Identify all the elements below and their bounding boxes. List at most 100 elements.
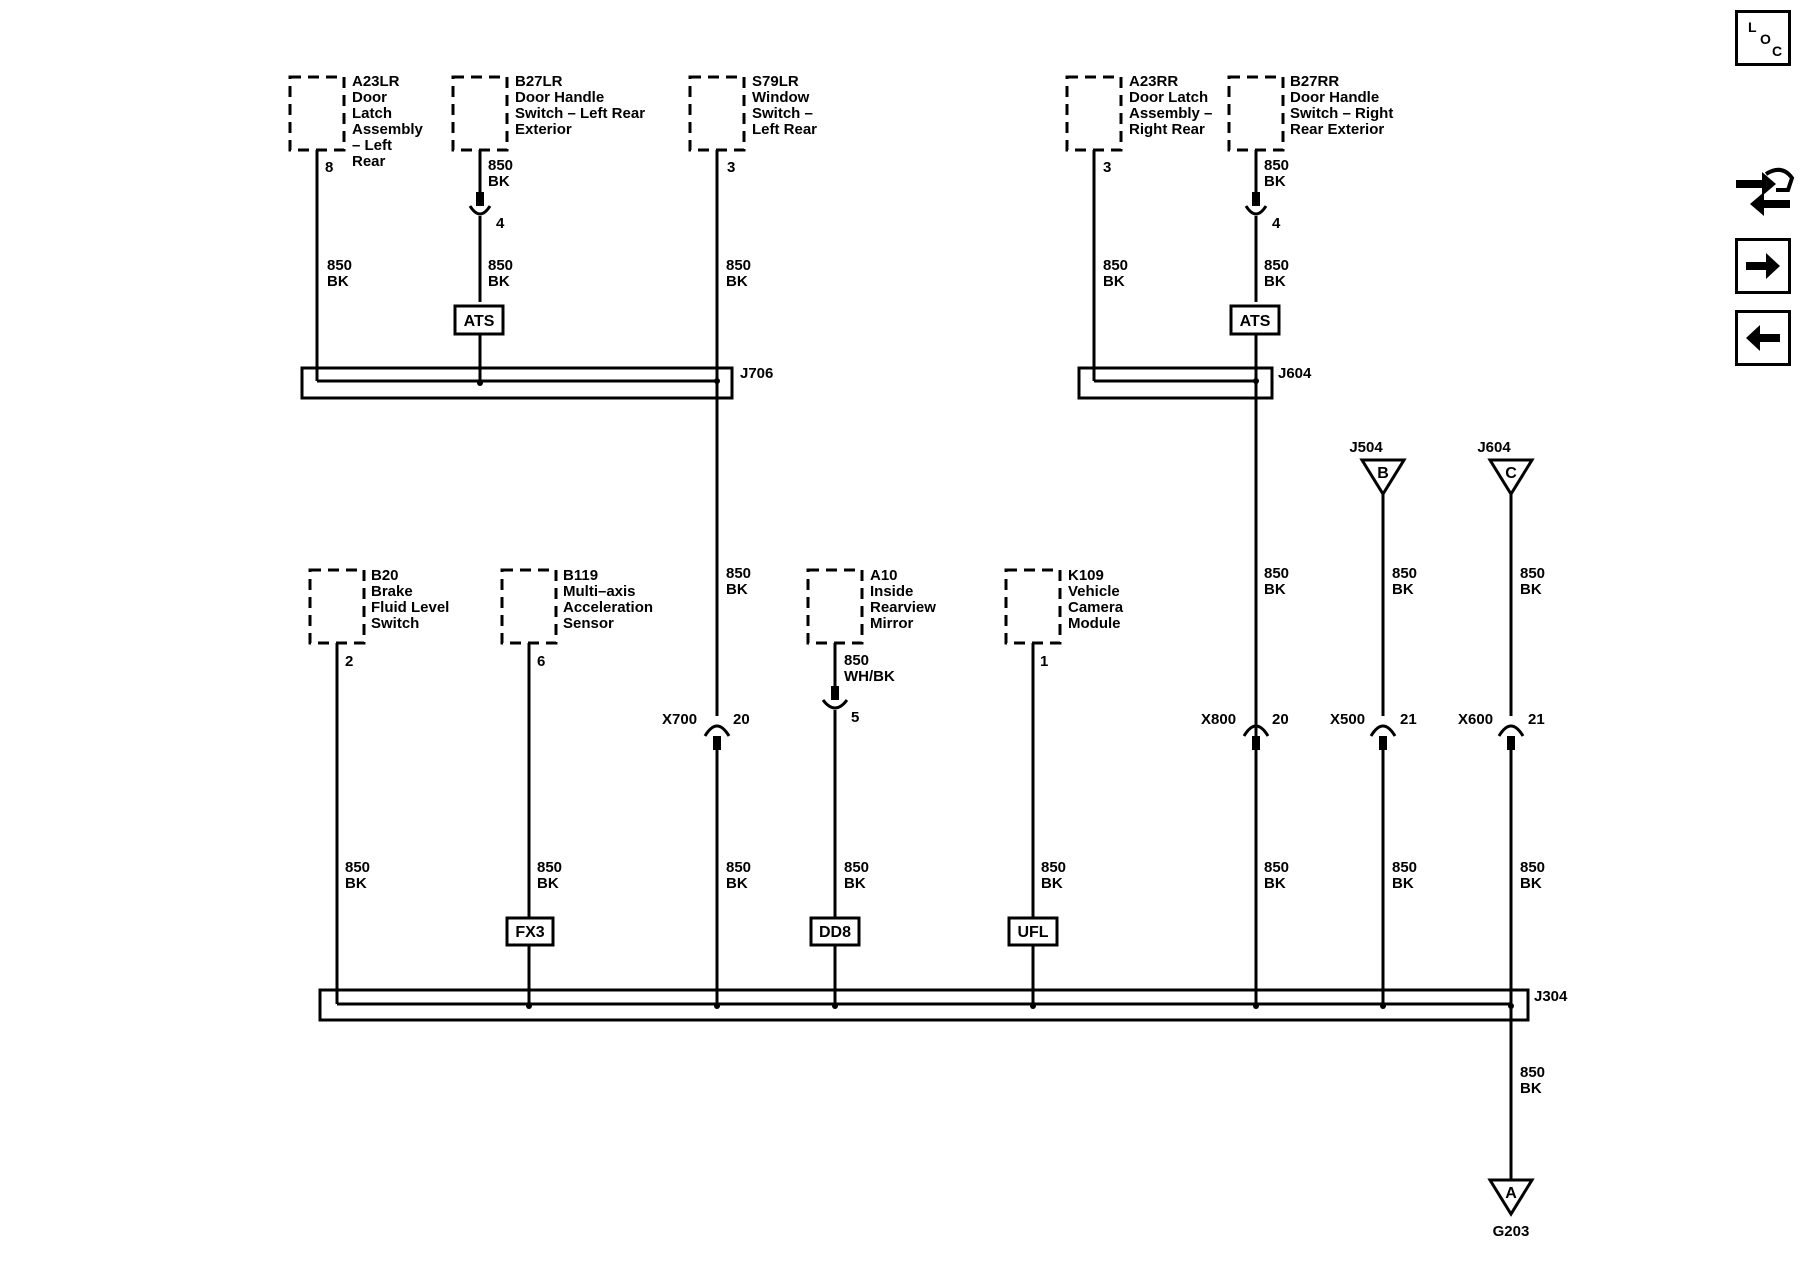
splice-j304: J304	[318, 988, 1568, 1022]
svg-text:– Left: – Left	[352, 137, 392, 154]
component-a10[interactable]: A10 Inside Rearview Mirror	[806, 567, 936, 645]
svg-text:Brake: Brake	[371, 583, 413, 600]
svg-text:B: B	[1377, 465, 1389, 482]
svg-text:BK: BK	[1041, 875, 1063, 892]
component-b20[interactable]: B20 Brake Fluid Level Switch 2	[308, 567, 449, 670]
connector-pin	[831, 686, 839, 700]
svg-text:Mirror: Mirror	[870, 615, 914, 632]
svg-text:BK: BK	[1392, 875, 1414, 892]
inline-x600: X600 21	[1458, 711, 1545, 750]
svg-text:Switch – Left Rear: Switch – Left Rear	[515, 105, 645, 122]
svg-text:850: 850	[488, 157, 513, 174]
connector-female	[1244, 205, 1268, 216]
component-a23lr[interactable]: A23LR Door Latch Assembly – Left Rear 8	[288, 73, 424, 176]
svg-text:BK: BK	[488, 273, 510, 290]
connector-view-icon[interactable]	[1732, 160, 1796, 220]
inline-x500: X500 21	[1330, 711, 1417, 750]
svg-text:J706: J706	[740, 365, 773, 382]
svg-text:J604: J604	[1477, 439, 1511, 456]
svg-text:Rear: Rear	[352, 153, 386, 170]
svg-text:UFL: UFL	[1017, 924, 1048, 941]
svg-text:8: 8	[325, 159, 333, 176]
svg-text:BK: BK	[1520, 1080, 1542, 1097]
svg-text:BK: BK	[1264, 173, 1286, 190]
svg-text:Rear Exterior: Rear Exterior	[1290, 121, 1384, 138]
component-b27rr[interactable]: B27RR Door Handle Switch – Right Rear Ex…	[1227, 73, 1393, 152]
svg-text:J304: J304	[1534, 988, 1568, 1005]
component-b27lr[interactable]: B27LR Door Handle Switch – Left Rear Ext…	[451, 73, 645, 152]
ground-g203[interactable]: A G203	[1487, 1178, 1535, 1240]
svg-text:K109: K109	[1068, 567, 1104, 584]
svg-text:S79LR: S79LR	[752, 73, 799, 90]
option-ats-right: ATS	[1229, 304, 1281, 336]
loc-letter-o: O	[1760, 31, 1771, 47]
option-ats-left: ATS	[453, 304, 505, 336]
option-fx3: FX3	[505, 916, 555, 947]
svg-text:Assembly –: Assembly –	[1129, 105, 1212, 122]
svg-text:850: 850	[1264, 565, 1289, 582]
svg-text:Vehicle: Vehicle	[1068, 583, 1120, 600]
connector-female	[468, 205, 492, 216]
svg-text:Door Handle: Door Handle	[515, 89, 604, 106]
svg-text:21: 21	[1400, 711, 1417, 728]
svg-text:21: 21	[1528, 711, 1545, 728]
svg-text:2: 2	[345, 653, 353, 670]
svg-text:Assembly: Assembly	[352, 121, 424, 138]
svg-text:BK: BK	[537, 875, 559, 892]
svg-text:3: 3	[1103, 159, 1111, 176]
svg-text:Left Rear: Left Rear	[752, 121, 817, 138]
component-k109[interactable]: K109 Vehicle Camera Module 1	[1004, 567, 1124, 670]
svg-text:6: 6	[537, 653, 545, 670]
connector-pin	[1252, 192, 1260, 206]
svg-text:4: 4	[496, 215, 505, 232]
svg-text:ATS: ATS	[1240, 313, 1271, 330]
svg-text:Switch: Switch	[371, 615, 419, 632]
offpage-j504[interactable]: J504 B	[1349, 439, 1407, 497]
svg-text:BK: BK	[345, 875, 367, 892]
svg-text:850: 850	[345, 859, 370, 876]
svg-text:BK: BK	[1520, 875, 1542, 892]
svg-text:A10: A10	[870, 567, 898, 584]
svg-text:BK: BK	[726, 273, 748, 290]
wire-label-color: BK	[327, 273, 349, 290]
splice-j604: J604	[1077, 365, 1312, 400]
splice-j706: J706	[300, 365, 773, 400]
svg-text:Door Handle: Door Handle	[1290, 89, 1379, 106]
svg-text:850: 850	[844, 859, 869, 876]
component-s79lr[interactable]: S79LR Window Switch – Left Rear 3	[688, 73, 817, 176]
svg-text:BK: BK	[488, 173, 510, 190]
svg-text:BK: BK	[726, 875, 748, 892]
svg-text:850: 850	[1392, 565, 1417, 582]
svg-text:Switch – Right: Switch – Right	[1290, 105, 1393, 122]
component-b119[interactable]: B119 Multi–axis Acceleration Sensor 6	[500, 567, 653, 670]
svg-text:BK: BK	[726, 581, 748, 598]
svg-text:BK: BK	[1264, 875, 1286, 892]
svg-text:Sensor: Sensor	[563, 615, 614, 632]
arrow-right-icon	[1746, 253, 1780, 279]
loc-button[interactable]: L O C	[1735, 10, 1791, 66]
loc-letter-c: C	[1772, 43, 1783, 59]
svg-text:BK: BK	[1264, 581, 1286, 598]
svg-text:Window: Window	[752, 89, 810, 106]
svg-text:20: 20	[1272, 711, 1289, 728]
svg-text:B27RR: B27RR	[1290, 73, 1339, 90]
svg-text:A23LR: A23LR	[352, 73, 400, 90]
svg-text:850: 850	[1264, 257, 1289, 274]
offpage-j604-c[interactable]: J604 C	[1477, 439, 1535, 497]
svg-text:20: 20	[733, 711, 750, 728]
svg-text:Camera: Camera	[1068, 599, 1124, 616]
svg-text:X500: X500	[1330, 711, 1365, 728]
next-page-button[interactable]	[1735, 238, 1791, 294]
svg-text:B119: B119	[563, 567, 598, 584]
previous-page-button[interactable]	[1735, 310, 1791, 366]
svg-text:3: 3	[727, 159, 735, 176]
svg-text:X700: X700	[662, 711, 697, 728]
component-a23rr[interactable]: A23RR Door Latch Assembly – Right Rear 3	[1065, 73, 1212, 176]
svg-text:850: 850	[1103, 257, 1128, 274]
svg-text:Latch: Latch	[352, 105, 392, 122]
svg-text:Rearview: Rearview	[870, 599, 936, 616]
connector-female	[821, 699, 849, 710]
svg-text:850: 850	[1520, 859, 1545, 876]
svg-text:850: 850	[1392, 859, 1417, 876]
